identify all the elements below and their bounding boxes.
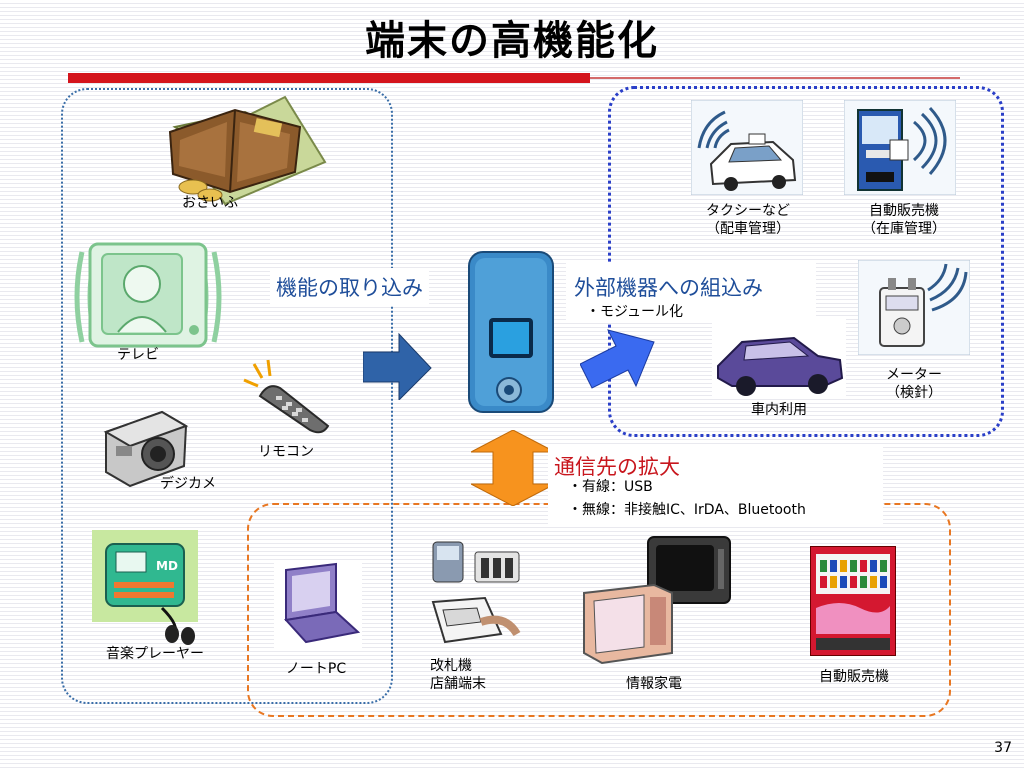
laptop-label: ノートPC [285, 661, 347, 677]
ticket-gate-label-line1: 改札機 [430, 658, 472, 674]
camera-label: デジカメ [160, 476, 216, 492]
intake-heading: 機能の取り込み [270, 268, 429, 306]
page-number: 37 [994, 740, 1012, 756]
vending-machine-icon [810, 546, 896, 656]
embed-subheading: ・モジュール化 [586, 304, 684, 320]
page-title: 端末の高機能化 [365, 18, 659, 64]
taxi-label-line2: （配車管理） [706, 221, 790, 237]
title-underline-red [68, 73, 590, 83]
ticket-gate-icon [425, 538, 525, 656]
laptop-icon [274, 560, 364, 650]
title-underline-thin [590, 77, 960, 79]
meter-label-line1: メーター [886, 367, 942, 383]
embed-heading-box: 外部機器への組込み ・モジュール化 [566, 262, 816, 322]
tv-label: テレビ [117, 347, 159, 363]
comm-heading: 通信先の拡大 [554, 455, 680, 479]
taxi-label: タクシーなど （配車管理） [690, 202, 806, 238]
taxi-label-line1: タクシーなど [706, 203, 790, 219]
mobile-phone-icon [465, 248, 557, 416]
meter-icon [858, 260, 970, 355]
appliance-icon [580, 535, 735, 665]
embed-heading: 外部機器への組込み [574, 276, 763, 300]
vending-machine-stock-label-line1: 自動販売機 [869, 203, 939, 219]
car-label: 車内利用 [751, 402, 807, 418]
intake-arrow-icon [363, 330, 433, 400]
intake-devices-region [61, 88, 393, 704]
comm-heading-box: 通信先の拡大 ・有線：USB ・無線：非接触IC、IrDA、Bluetooth [548, 445, 883, 525]
car-icon [712, 316, 846, 398]
meter-label: メーター （検針） [858, 366, 970, 402]
ticket-gate-label-line2: 店舗端末 [430, 676, 486, 692]
wallet-icon [165, 92, 330, 207]
vending-machine-stock-label-line2: （在庫管理） [862, 221, 946, 237]
embed-arrow-icon [580, 324, 656, 396]
remote-label: リモコン [258, 444, 314, 460]
comm-wireless: ・無線：非接触IC、IrDA、Bluetooth [568, 502, 806, 518]
vending-machine-label: 自動販売機 [819, 669, 889, 685]
remote-icon [240, 358, 335, 438]
comm-wired: ・有線：USB [568, 479, 653, 495]
ticket-gate-label: 改札機 店舗端末 [430, 657, 510, 693]
tv-icon [72, 232, 224, 362]
vending-machine-stock-icon [844, 100, 956, 195]
comm-double-arrow-icon [471, 430, 555, 506]
vending-machine-stock-label: 自動販売機 （在庫管理） [846, 202, 962, 238]
camera-icon [100, 400, 192, 492]
appliance-label: 情報家電 [626, 676, 682, 692]
svg-text:MD: MD [156, 559, 178, 573]
embedded-devices-region [608, 86, 1004, 437]
music-player-icon: MD [92, 530, 202, 645]
wallet-label: おさいふ [182, 195, 238, 211]
music-player-label: 音楽プレーヤー [106, 646, 204, 662]
taxi-icon [691, 100, 803, 195]
meter-label-line2: （検針） [886, 385, 942, 401]
